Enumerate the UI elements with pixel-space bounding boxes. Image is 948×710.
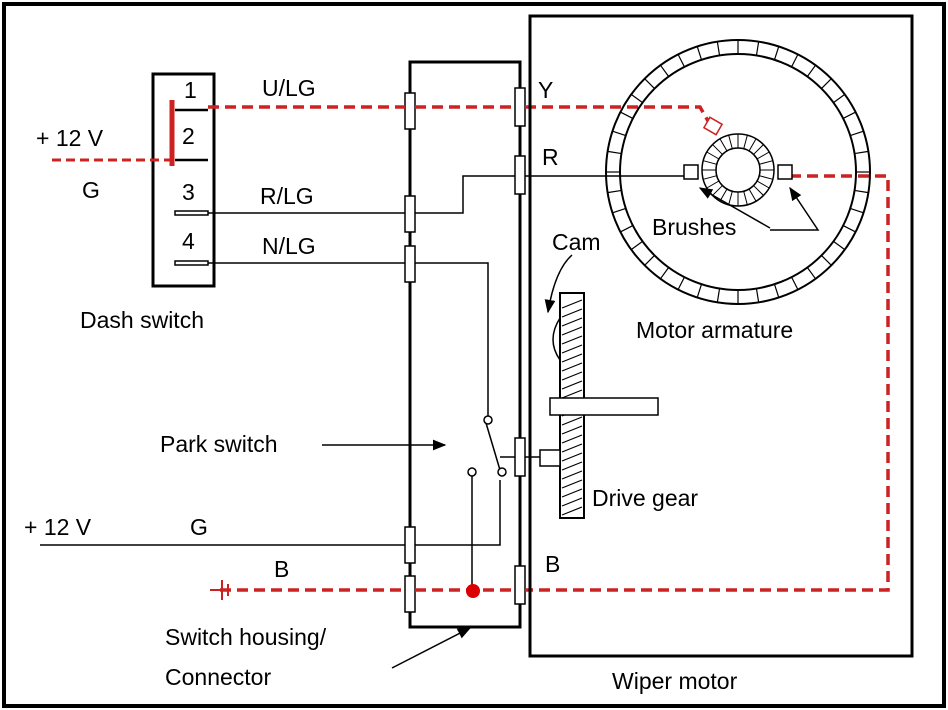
park-switch-contacts xyxy=(467,415,507,477)
brush-left xyxy=(683,164,699,180)
wire-label-b-ground: B xyxy=(274,556,289,582)
wire-label-r: R xyxy=(542,144,559,170)
supply2-g-label: G xyxy=(190,514,208,540)
brushes-arrow-right xyxy=(789,186,820,231)
supply-g-label: G xyxy=(82,177,100,203)
pin-4-label: 4 xyxy=(182,228,195,254)
motor-armature-label: Motor armature xyxy=(636,317,793,343)
switch-housing-arrow xyxy=(391,627,472,669)
brush-top xyxy=(702,116,724,136)
wire-label-y: Y xyxy=(538,77,553,103)
cam-label: Cam xyxy=(552,229,601,255)
brushes-label: Brushes xyxy=(652,214,736,240)
cam-arrow xyxy=(544,254,573,314)
wiper-motor-housing xyxy=(528,14,914,658)
ground-symbol xyxy=(210,580,229,600)
wire-label-r-lg: R/LG xyxy=(260,183,314,209)
park-switch-label: Park switch xyxy=(160,431,278,457)
pin-2-label: 2 xyxy=(182,123,195,149)
supply2-12v-label: + 12 V xyxy=(24,514,92,540)
ground-junction-dot xyxy=(466,584,480,598)
drive-gear xyxy=(539,292,659,519)
wire-label-u-lg: U/LG xyxy=(262,75,316,101)
wire-label-b-motor: B xyxy=(545,551,560,577)
switch-housing-label-2: Connector xyxy=(165,664,271,690)
cam-lobe xyxy=(552,317,561,361)
brushes-arrow-left xyxy=(698,187,771,229)
pin-1-label: 1 xyxy=(184,77,197,103)
pin-3-label: 3 xyxy=(182,179,195,205)
dash-switch: 1 2 3 4 xyxy=(151,72,216,288)
switch-housing-label-1: Switch housing/ xyxy=(165,624,327,650)
drive-gear-label: Drive gear xyxy=(592,485,698,511)
dash-switch-caption: Dash switch xyxy=(80,307,204,333)
wiper-motor-label: Wiper motor xyxy=(612,668,738,694)
switch-housing xyxy=(408,60,522,629)
brush-right xyxy=(777,164,793,180)
wire-label-n-lg: N/LG xyxy=(262,233,316,259)
wiring xyxy=(40,175,690,590)
commutator xyxy=(683,116,793,207)
supply-12v-label: + 12 V xyxy=(36,125,104,151)
motor-armature xyxy=(605,39,871,305)
